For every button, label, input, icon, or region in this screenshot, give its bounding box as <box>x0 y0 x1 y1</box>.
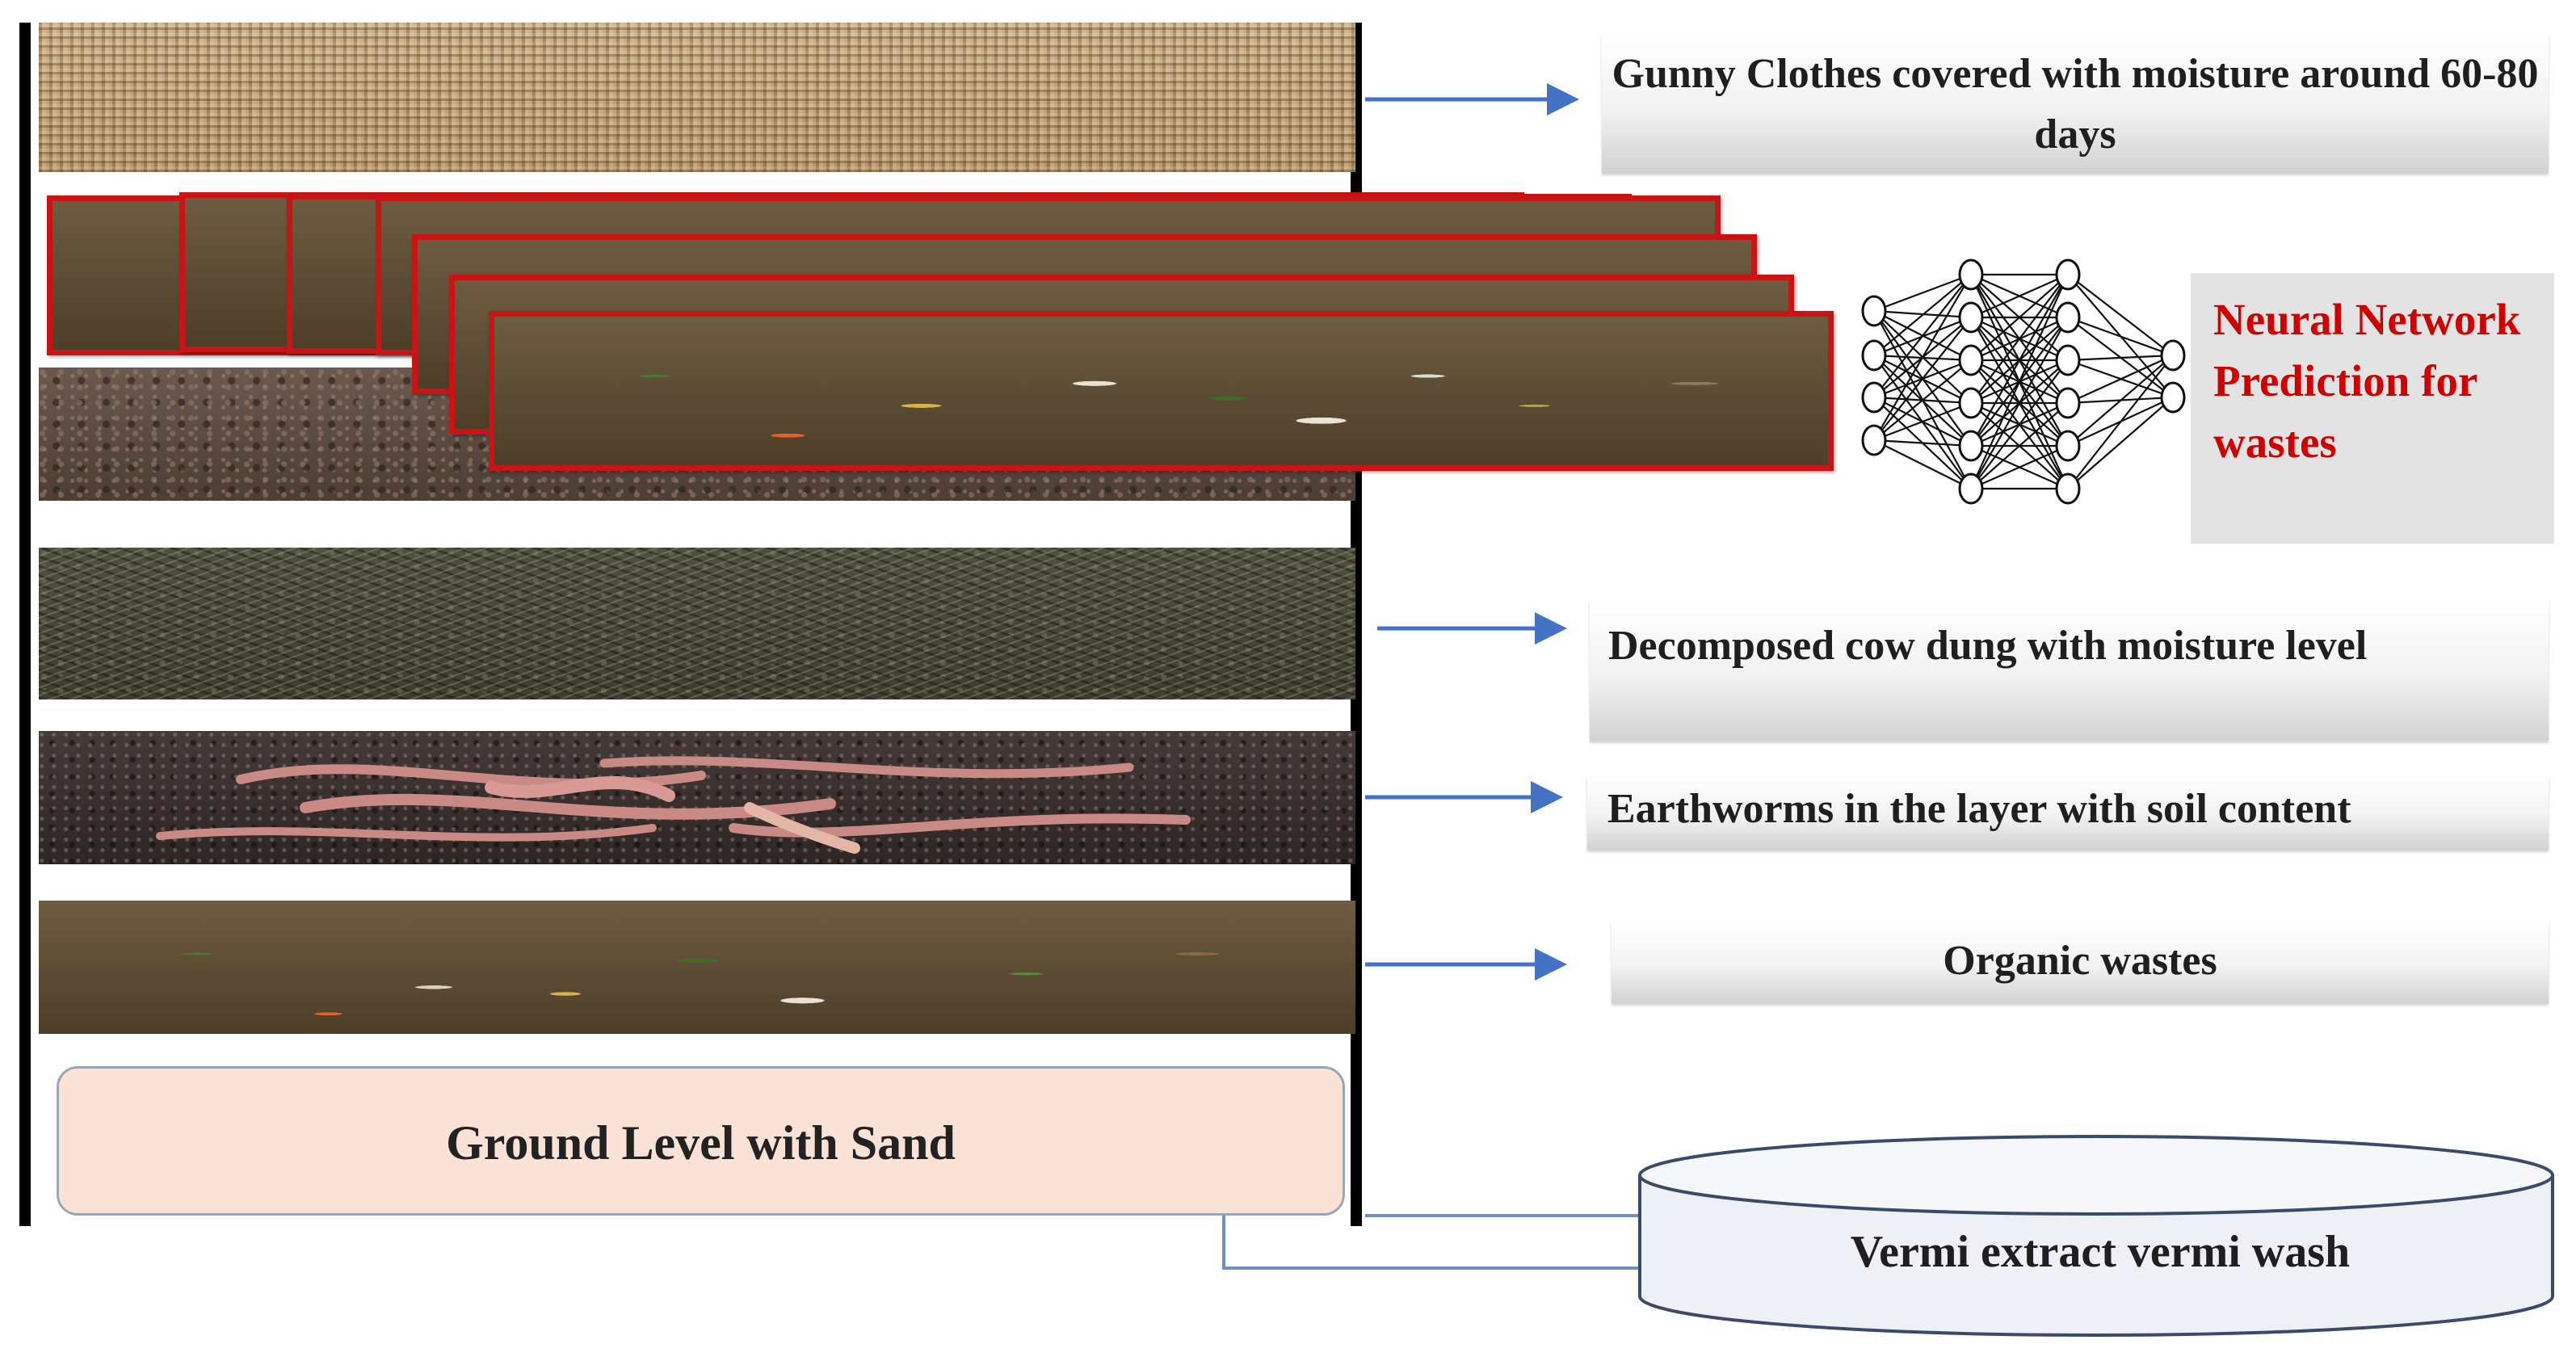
nn-node <box>1958 301 1984 334</box>
bin-left-wall <box>19 23 31 1226</box>
nn-node <box>1958 258 1984 291</box>
nn-node <box>2055 473 2081 505</box>
nn-connection <box>1970 402 2069 489</box>
neural-network-label: Neural Network Prediction for wastes <box>2191 273 2554 544</box>
gunny-label: Gunny Clothes covered with moisture arou… <box>1602 34 2549 173</box>
nn-connection <box>2067 355 2174 447</box>
nn-connection <box>1873 273 1972 313</box>
nn-node <box>1958 430 1984 462</box>
ground-level-box: Ground Level with Sand <box>57 1066 1345 1216</box>
earthworms-label: Earthworms in the layer with soil conten… <box>1587 775 2549 850</box>
nn-node <box>2055 258 2081 291</box>
nn-node <box>1861 339 1887 372</box>
nn-node <box>2160 381 2186 414</box>
earthworm-layer <box>39 731 1355 864</box>
neural-network-icon <box>1861 258 2186 505</box>
nn-node <box>1958 387 1984 419</box>
cow-dung-label: Decomposed cow dung with moisture level <box>1590 599 2549 741</box>
nn-connection <box>1970 317 2069 489</box>
nn-connection <box>2067 316 2174 357</box>
nn-node <box>1958 344 1984 376</box>
vermi-wash-label: Vermi extract vermi wash <box>1850 1227 2351 1277</box>
nn-node <box>2055 344 2081 376</box>
nn-connection <box>1970 274 2069 404</box>
vermi-wash-container <box>1638 1135 2554 1337</box>
waste-image-frame <box>489 311 1834 471</box>
organic-waste-layer <box>39 901 1355 1034</box>
nn-node <box>1861 424 1887 456</box>
nn-connection <box>2067 354 2174 362</box>
nn-connection <box>1970 274 2069 361</box>
nn-connection <box>1873 439 1972 489</box>
gunny-cloth-layer <box>39 23 1355 172</box>
nn-node <box>1861 381 1887 414</box>
nn-connection <box>1873 317 1972 441</box>
nn-connection <box>1970 359 2069 489</box>
earthworms-illustration <box>156 756 1191 854</box>
ground-level-label: Ground Level with Sand <box>446 1116 956 1170</box>
nn-connection <box>2067 397 2174 489</box>
nn-connection <box>1970 273 2069 319</box>
organic-wastes-label: Organic wastes <box>1612 921 2549 1003</box>
nn-node <box>2160 339 2186 372</box>
nn-connection <box>2067 354 2174 405</box>
cow-dung-layer <box>39 548 1355 699</box>
nn-connection <box>1970 444 2069 490</box>
nn-node <box>2055 387 2081 419</box>
nn-node <box>1958 473 1984 505</box>
nn-connection <box>2067 355 2174 489</box>
nn-connection <box>1873 274 1972 356</box>
drain-pipe <box>1222 1216 1640 1270</box>
nn-connection <box>1873 274 1972 398</box>
nn-node <box>2055 301 2081 334</box>
nn-connection <box>1873 359 1972 441</box>
nn-connection <box>1969 274 2070 489</box>
nn-connection <box>2067 274 2174 356</box>
nn-connection <box>1873 439 1972 447</box>
nn-node <box>1861 295 1887 327</box>
nn-node <box>2055 430 2081 462</box>
nn-connection <box>1873 274 1972 441</box>
nn-connection <box>1970 274 2069 447</box>
nn-connection <box>1873 401 1972 442</box>
